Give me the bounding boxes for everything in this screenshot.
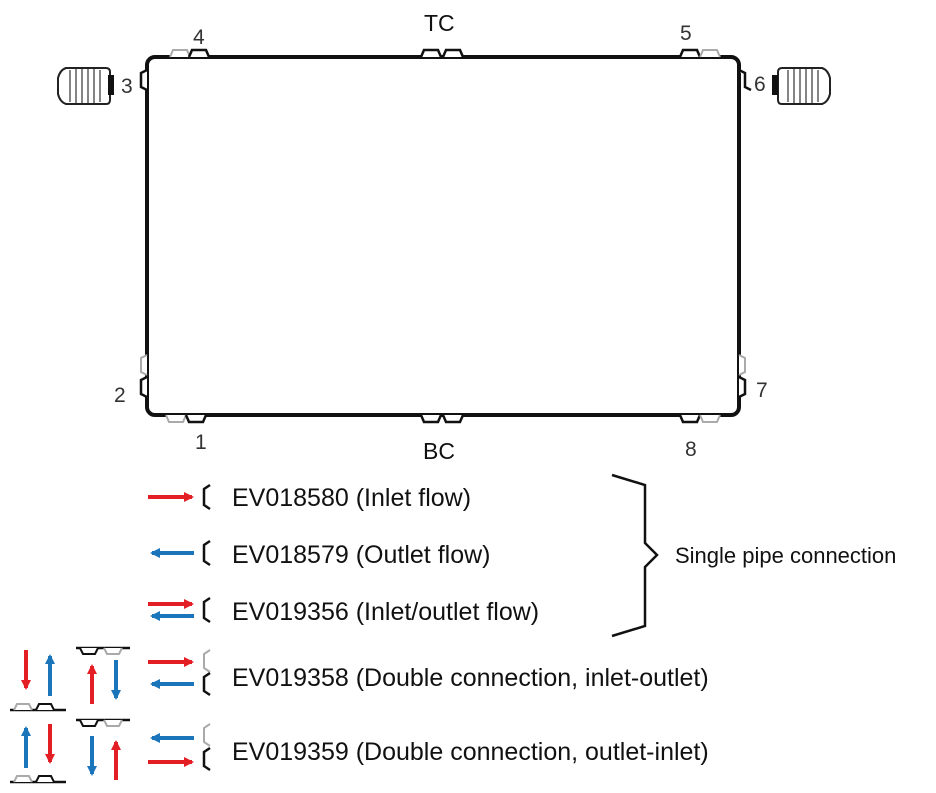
port-label-bc: BC <box>423 438 455 464</box>
port-7-connector <box>738 354 747 399</box>
port-bc-connector <box>419 414 465 424</box>
port-label-5: 5 <box>680 22 692 45</box>
legend-label-inlet-outlet: EV019356 (Inlet/outlet flow) <box>232 598 539 626</box>
legend-label-double-inlet-outlet: EV019358 (Double connection, inlet-outle… <box>232 664 709 692</box>
legend-label-inlet: EV018580 (Inlet flow) <box>232 484 471 512</box>
top-double-inlet-outlet-icon <box>76 646 130 704</box>
port-label-tc: TC <box>424 10 455 36</box>
port-tc-connector <box>419 48 465 58</box>
legend-double-inlet-outlet-symbol <box>148 649 211 697</box>
bottom-double-inlet-outlet-icon <box>10 650 66 712</box>
port-2-connector <box>139 354 148 399</box>
port-label-6: 6 <box>754 73 766 96</box>
port-label-3: 3 <box>121 75 133 98</box>
legend-double-outlet-inlet-symbol <box>148 723 211 772</box>
port-4-connector <box>169 48 211 58</box>
top-double-outlet-inlet-icon <box>76 718 130 780</box>
legend-label-outlet: EV018579 (Outlet flow) <box>232 541 490 569</box>
legend-outlet-symbol <box>150 539 211 567</box>
legend-inlet-symbol <box>148 483 211 511</box>
port-3-connector <box>139 68 148 92</box>
valve-knob-left-icon <box>57 67 114 105</box>
port-8-connector <box>678 414 721 424</box>
valve-knob-right-icon <box>772 67 831 105</box>
single-pipe-brace <box>611 473 659 638</box>
port-label-8: 8 <box>685 438 697 461</box>
brace-label: Single pipe connection <box>675 543 896 568</box>
port-6-connector <box>738 68 752 92</box>
port-label-7: 7 <box>756 379 768 402</box>
legend-label-double-outlet-inlet: EV019359 (Double connection, outlet-inle… <box>232 738 709 766</box>
port-label-1: 1 <box>195 431 207 454</box>
port-1-connector <box>165 414 208 424</box>
port-label-2: 2 <box>114 384 126 407</box>
port-label-4: 4 <box>193 26 205 49</box>
port-5-connector <box>678 48 721 58</box>
bottom-double-outlet-inlet-icon <box>10 724 66 784</box>
legend-inlet-outlet-symbol <box>148 596 211 624</box>
manifold-body <box>145 55 741 417</box>
